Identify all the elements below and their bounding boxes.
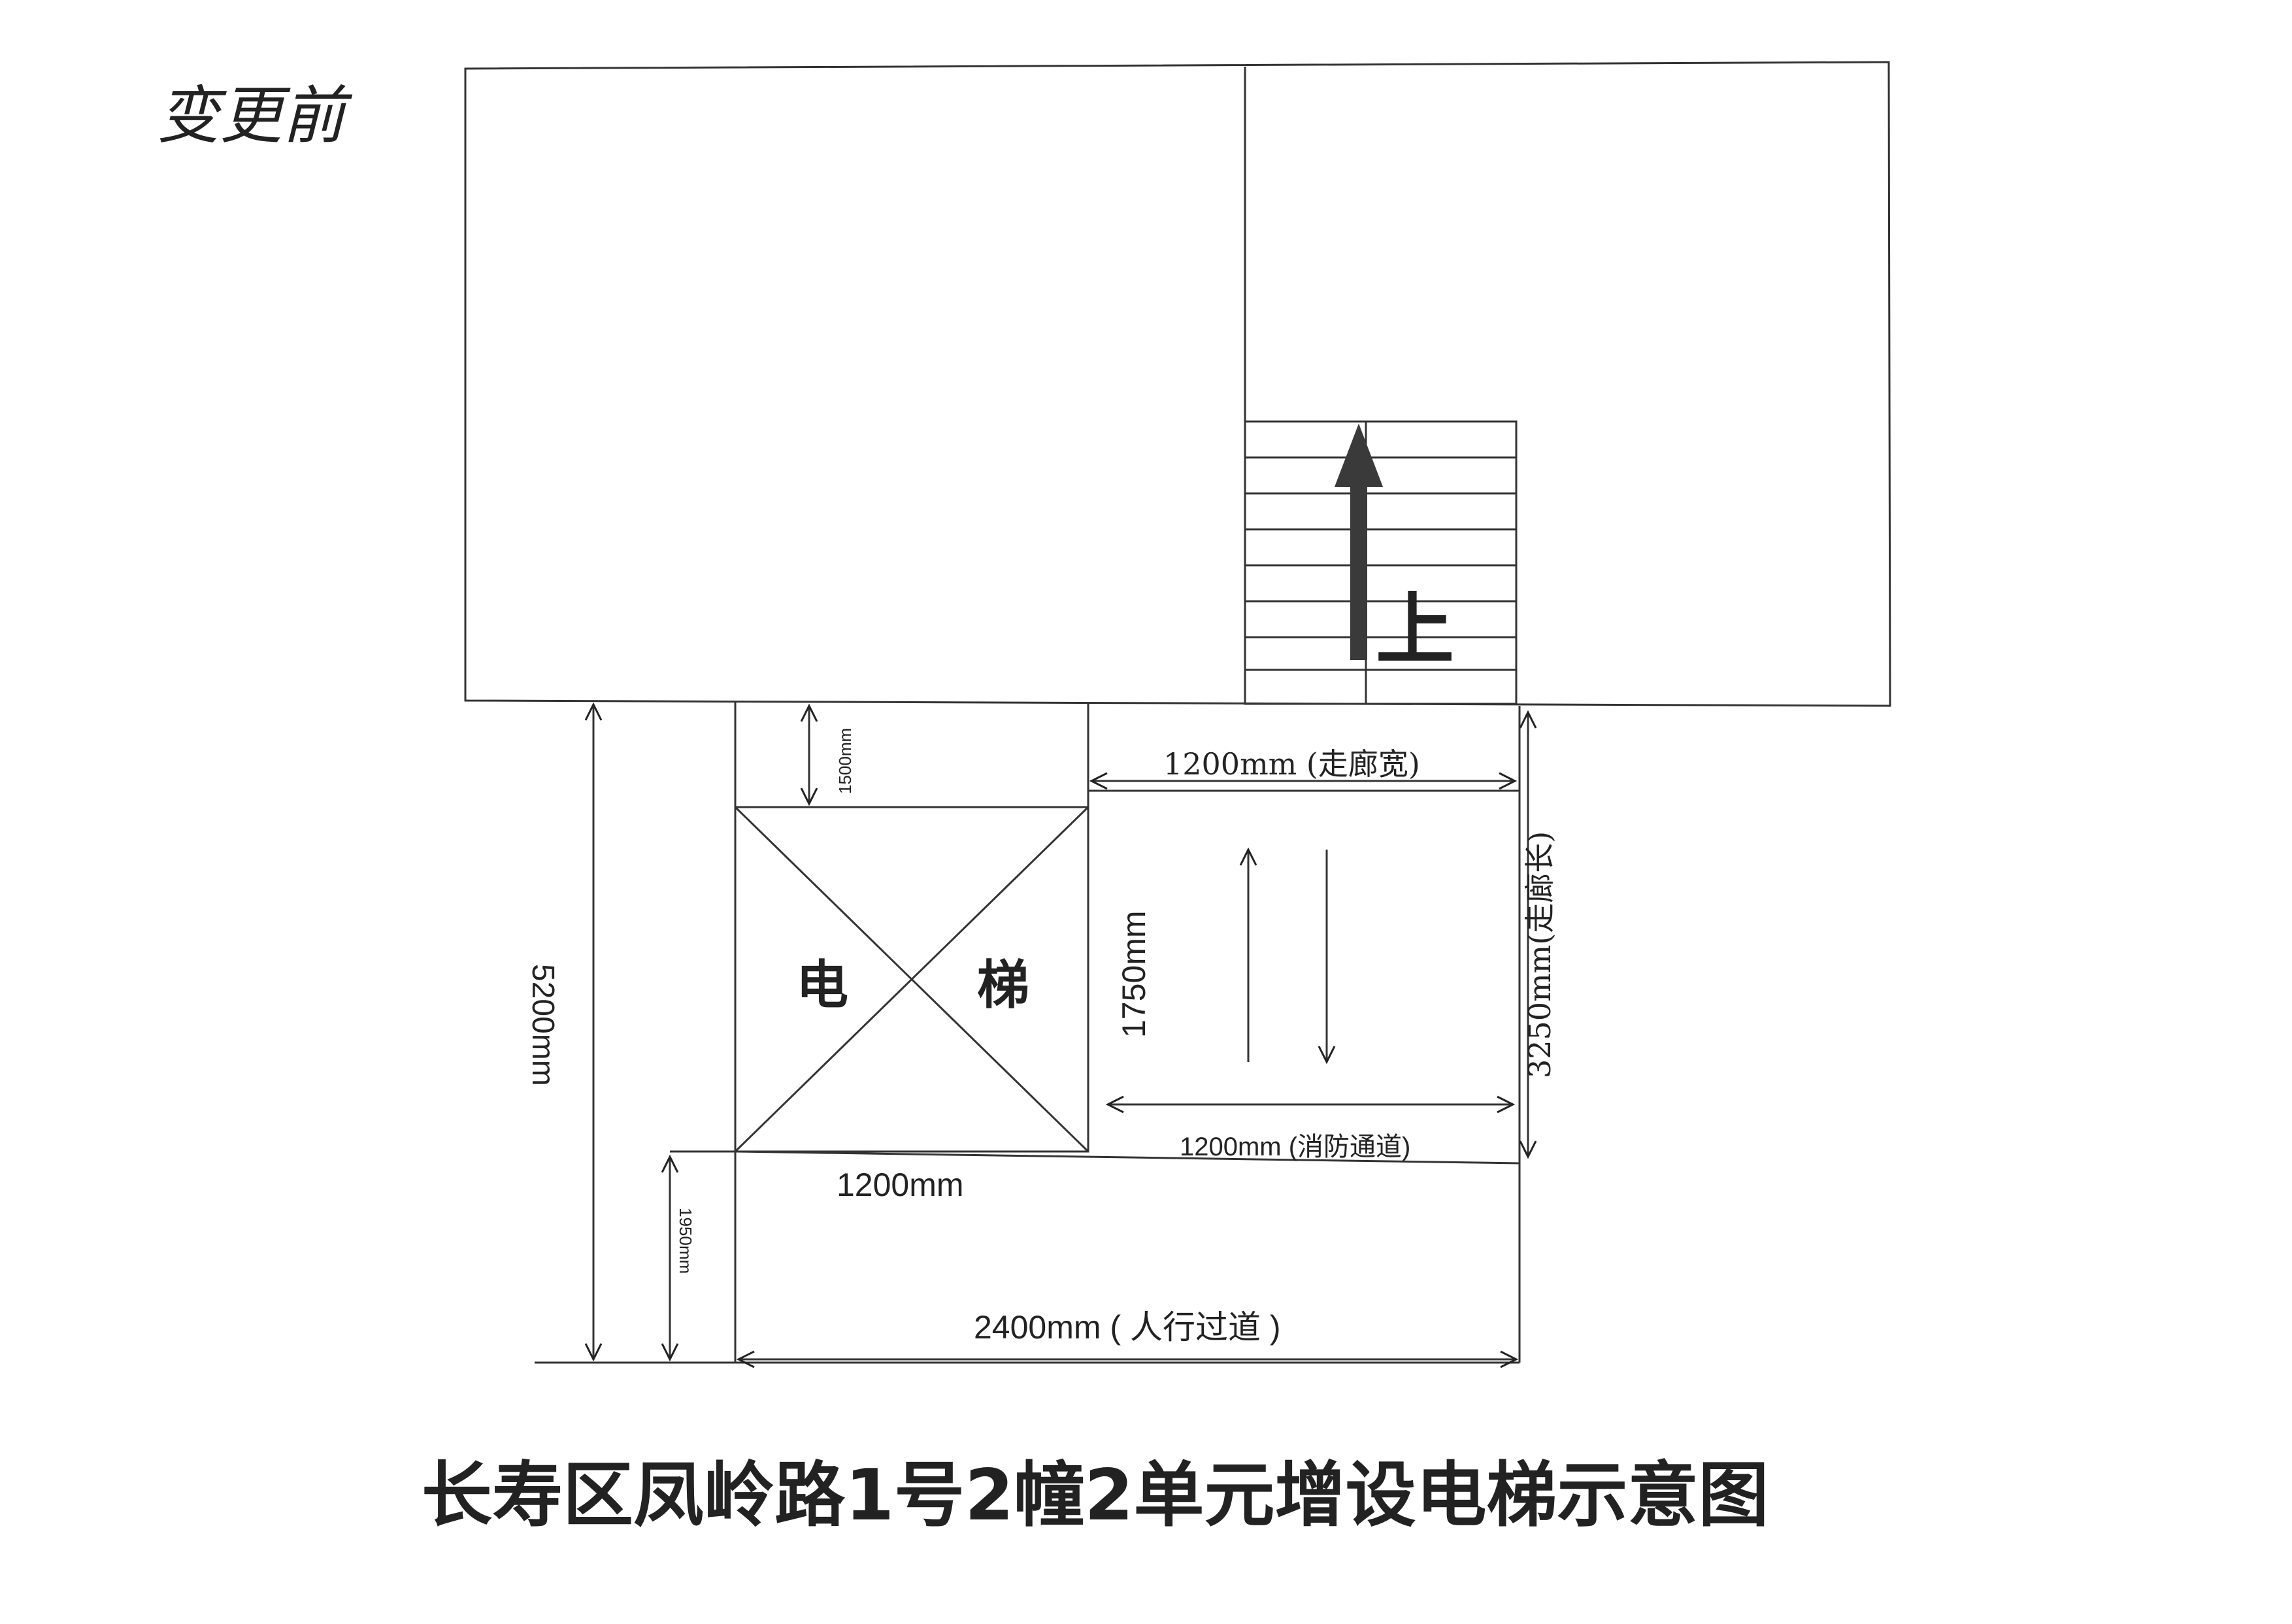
building-outline — [464, 61, 1891, 707]
dimension-walkway-label: 2400mm ( 人行过道 ) — [974, 1309, 1281, 1346]
dimension-corridor-length-label: 3250mm(走廊长) — [1522, 831, 1557, 1078]
dimension-elevator-height-label: 1750mm — [1116, 910, 1152, 1038]
dimension-corridor-width-label: 1200mm (走廊宽) — [1163, 746, 1420, 782]
dimension-total-height-label: 5200mm — [525, 964, 560, 1086]
handwritten-note: 变更前 — [157, 79, 353, 152]
elevator-label-2: 梯 — [977, 955, 1029, 1016]
corridor-traffic-arrows — [1248, 850, 1327, 1062]
dimension-bottom-gap-label: 1950mm — [676, 1208, 695, 1274]
dimension-total-height — [535, 704, 735, 1364]
stair-up-arrow — [1335, 423, 1383, 660]
dimension-elevator-width-label: 1200mm — [837, 1167, 964, 1203]
dimension-top-gap-label: 1500mm — [835, 728, 855, 794]
elevator-label-1: 电 — [796, 955, 848, 1016]
dimension-fire-passage-label: 1200mm (消防通道) — [1180, 1133, 1410, 1161]
elevator-shaft — [734, 806, 1089, 1153]
diagram-title: 长寿区凤岭路1号2幢2单元增设电梯示意图 — [422, 1455, 1769, 1536]
dimension-bottom-gap — [670, 1150, 735, 1359]
stair-up-label: 上 — [1376, 585, 1454, 676]
